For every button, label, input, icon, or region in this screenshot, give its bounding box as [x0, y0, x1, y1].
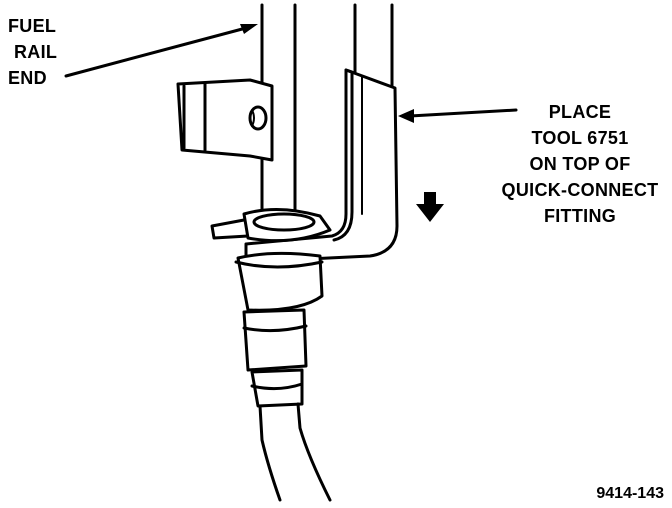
label-line-fuel: FUEL: [8, 16, 56, 36]
figure-id: 9414-143: [596, 485, 664, 502]
label-line-end: END: [8, 68, 47, 88]
leader-fuel-rail-end: [64, 24, 258, 78]
leader-place-tool: [398, 108, 518, 123]
label-line-on-top-of: ON TOP OF: [529, 154, 630, 174]
label-line-place: PLACE: [549, 102, 612, 122]
label-line-rail: RAIL: [14, 42, 57, 62]
down-arrow-icon: [416, 192, 444, 222]
label-line-tool: TOOL 6751: [531, 128, 628, 148]
label-line-fitting: FITTING: [544, 206, 616, 226]
place-tool-label: PLACE TOOL 6751 ON TOP OF QUICK-CONNECT …: [502, 102, 659, 226]
fuel-hose: [258, 402, 332, 502]
second-fuel-line: [353, 3, 394, 88]
quick-connect-fitting: [210, 207, 332, 408]
fuel-rail-end-label: FUEL RAIL END: [8, 16, 57, 88]
rail-mounting-bracket: [176, 78, 274, 162]
label-line-quick-connect: QUICK-CONNECT: [502, 180, 659, 200]
